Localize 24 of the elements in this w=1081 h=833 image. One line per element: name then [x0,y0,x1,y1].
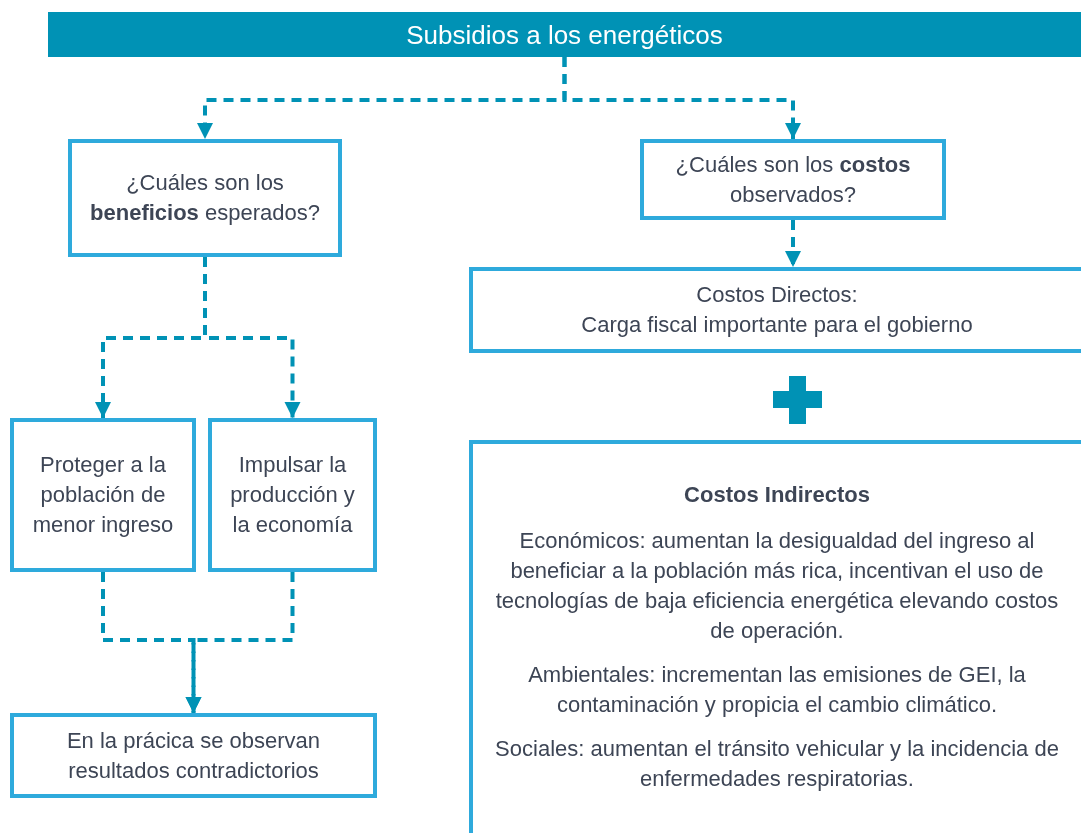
box-text: ¿Cuáles son los beneficios esperados? [89,169,321,227]
dashed-arrow [185,572,295,713]
question-box [68,139,342,257]
box-text: Ambientales: incrementan las emisiones de GEI, la contaminación y propicia el cambio climático. [527,661,1027,719]
box-text: Económicos: aumentan la desigualdad del ingreso al beneficiar a la población más rica, incentivan el uso de tecnologías de baja eficiencia energética elevando costos de operación. [494,527,1060,645]
process-box [469,440,1081,833]
process-box [208,418,377,572]
dashed-arrow [203,257,301,418]
box-text: Impulsar la producción y la economía [229,451,356,539]
question-box [640,139,946,220]
box-text: Proteger a la población de menor ingreso [31,451,175,539]
box-text: Subsidios a los energéticos [406,19,723,50]
box-text: Sociales: aumentan el tránsito vehicular y la incidencia de enfermedades respiratorias. [494,735,1060,793]
process-box [10,418,196,572]
box-text: ¿Cuáles son los costos observados? [674,150,912,209]
dashed-arrow [785,220,801,267]
dashed-arrow [562,57,801,139]
heading: Costos Indirectos [684,481,870,509]
box-text: Costos Directos: [696,281,858,309]
title-banner [48,12,1081,57]
box-text: En la prácica se observan resultados contradictorios [65,726,322,785]
process-box [469,267,1081,353]
result-box [10,713,377,798]
box-text: Carga fiscal importante para el gobierno [581,311,973,339]
